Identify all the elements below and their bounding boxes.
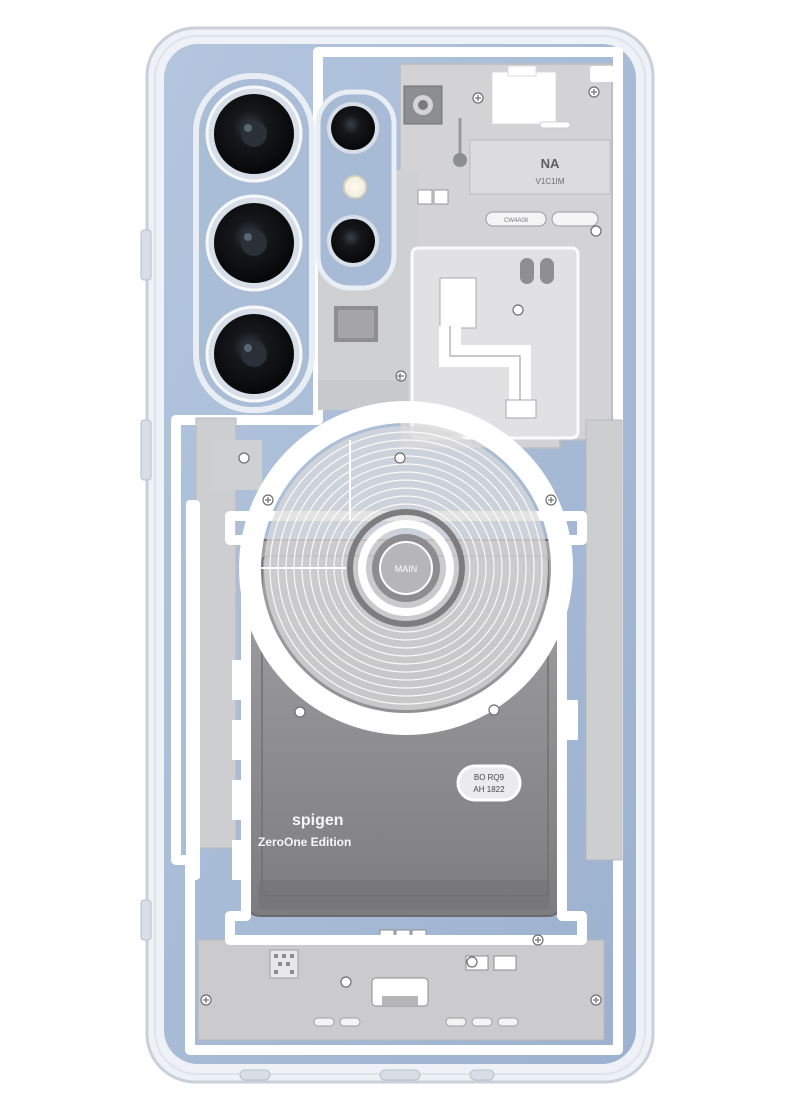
battery-code-line1: BO RQ9 bbox=[474, 773, 505, 782]
chip-code: V1C1IM bbox=[536, 177, 565, 186]
camera-lens-small bbox=[327, 215, 379, 267]
battery-code-badge bbox=[456, 764, 522, 802]
battery-code-line2: AH 1822 bbox=[473, 785, 505, 794]
camera-lens-small bbox=[327, 102, 379, 154]
screw-icon bbox=[200, 86, 602, 1006]
edition-label: ZeroOne Edition bbox=[258, 835, 351, 849]
flash-icon bbox=[343, 175, 367, 199]
camera-lens bbox=[205, 305, 303, 403]
camera-lens bbox=[205, 85, 303, 183]
main-label: MAIN bbox=[395, 564, 418, 574]
magnetic-ring: MAIN bbox=[239, 401, 573, 735]
camera-lens bbox=[205, 194, 303, 292]
side-button bbox=[140, 229, 152, 281]
small-label: CW4A08 bbox=[504, 218, 529, 224]
side-button bbox=[140, 419, 152, 481]
chip-label: NA bbox=[541, 156, 560, 171]
brand-logo: spigen bbox=[292, 812, 344, 829]
